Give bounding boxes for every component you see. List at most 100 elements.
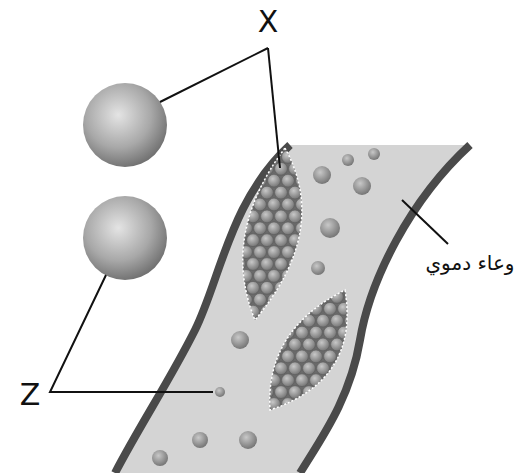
cluster-particle <box>282 350 295 363</box>
cluster-particle <box>261 291 274 304</box>
cluster-particle <box>352 326 365 339</box>
cluster-particle <box>289 210 302 223</box>
cluster-particle <box>296 326 309 339</box>
cluster-particle <box>275 314 288 327</box>
cluster-particle <box>331 338 344 351</box>
cluster-particle <box>254 222 267 235</box>
cluster-particle <box>338 326 351 339</box>
cluster-particle <box>352 350 365 363</box>
cluster-particle <box>324 302 337 315</box>
cluster-particle <box>289 186 302 199</box>
cluster-particle <box>296 151 309 164</box>
cluster-particle <box>282 279 295 292</box>
cluster-particle <box>261 234 274 247</box>
cluster-particle <box>261 362 274 375</box>
cluster-particle <box>240 293 253 306</box>
cluster-particle <box>338 302 351 315</box>
cluster-particle <box>261 305 274 318</box>
cluster-particle <box>275 291 288 304</box>
cluster-particle <box>226 151 239 164</box>
cluster-particle <box>324 279 337 292</box>
cluster-particle <box>233 305 246 318</box>
cluster-particle <box>296 246 309 259</box>
vessel-wall <box>300 145 470 473</box>
particle-enlarged <box>83 196 167 280</box>
cluster-particle <box>282 293 295 306</box>
cluster-particle <box>303 234 316 247</box>
cluster-particle <box>352 398 365 411</box>
cluster-particle <box>240 317 253 330</box>
cluster-particle <box>254 270 267 283</box>
cluster-particle <box>338 398 351 411</box>
cluster-particle <box>317 362 330 375</box>
cluster-particle <box>282 317 295 330</box>
cluster-particle <box>352 374 365 387</box>
cluster-particle <box>226 317 239 330</box>
cluster-particle <box>310 246 323 259</box>
cluster-particle <box>247 234 260 247</box>
cluster-particle <box>261 258 274 271</box>
cluster-particle <box>254 198 267 211</box>
cluster-particle <box>282 302 295 315</box>
cluster-particle <box>296 350 309 363</box>
cluster-particle <box>275 258 288 271</box>
cluster-particle <box>310 279 323 292</box>
cluster-particle <box>268 293 281 306</box>
cluster-particle <box>338 350 351 363</box>
cluster-particle <box>254 151 267 164</box>
cluster-particle <box>310 350 323 363</box>
cluster-particle <box>317 314 330 327</box>
cluster-particle <box>345 362 358 375</box>
cluster-particle <box>338 374 351 387</box>
cluster-particle <box>254 326 267 339</box>
cluster-particle <box>254 279 267 292</box>
cluster-particle <box>345 386 358 399</box>
cluster-particle <box>226 222 239 235</box>
cluster-particle <box>303 139 316 152</box>
cluster-particle <box>324 326 337 339</box>
cluster-particle <box>261 139 274 152</box>
particle-cluster <box>270 290 347 410</box>
cluster-particle <box>261 386 274 399</box>
cluster-particle <box>303 338 316 351</box>
cluster-particle <box>268 317 281 330</box>
cluster-particle <box>268 302 281 315</box>
cluster-particles <box>254 279 365 411</box>
cluster-particle <box>268 374 281 387</box>
cluster-particle <box>324 350 337 363</box>
cluster-particle <box>247 258 260 271</box>
cluster-particle <box>296 279 309 292</box>
cluster-particle <box>240 174 253 187</box>
cluster-particle <box>282 270 295 283</box>
cluster-particle <box>275 362 288 375</box>
cluster-particle <box>219 305 232 318</box>
cluster-particle <box>233 186 246 199</box>
callout-letter: Z <box>20 378 41 411</box>
cluster-particle <box>296 293 309 306</box>
cluster-particle <box>317 386 330 399</box>
cluster-particle <box>268 246 281 259</box>
cluster-particle <box>317 338 330 351</box>
cluster-particle <box>289 281 302 294</box>
cluster-particle <box>282 246 295 259</box>
cluster-particle <box>352 279 365 292</box>
cluster-particle <box>254 302 267 315</box>
leader-line <box>50 48 448 392</box>
cluster-particle <box>296 302 309 315</box>
cluster-particle <box>254 246 267 259</box>
cluster-particle <box>303 210 316 223</box>
cluster-particle <box>254 293 267 306</box>
vessel-lumen <box>115 145 470 473</box>
cluster-particle <box>289 291 302 304</box>
cluster-particle <box>219 234 232 247</box>
cluster-particle <box>282 398 295 411</box>
cluster-particle <box>296 198 309 211</box>
cluster-border <box>243 148 302 320</box>
cluster-particle <box>303 186 316 199</box>
cluster-particle <box>240 270 253 283</box>
cluster-particle <box>296 374 309 387</box>
cluster-particle <box>289 338 302 351</box>
cluster-particle <box>261 314 274 327</box>
cluster-particle <box>331 314 344 327</box>
cluster-particle <box>310 398 323 411</box>
